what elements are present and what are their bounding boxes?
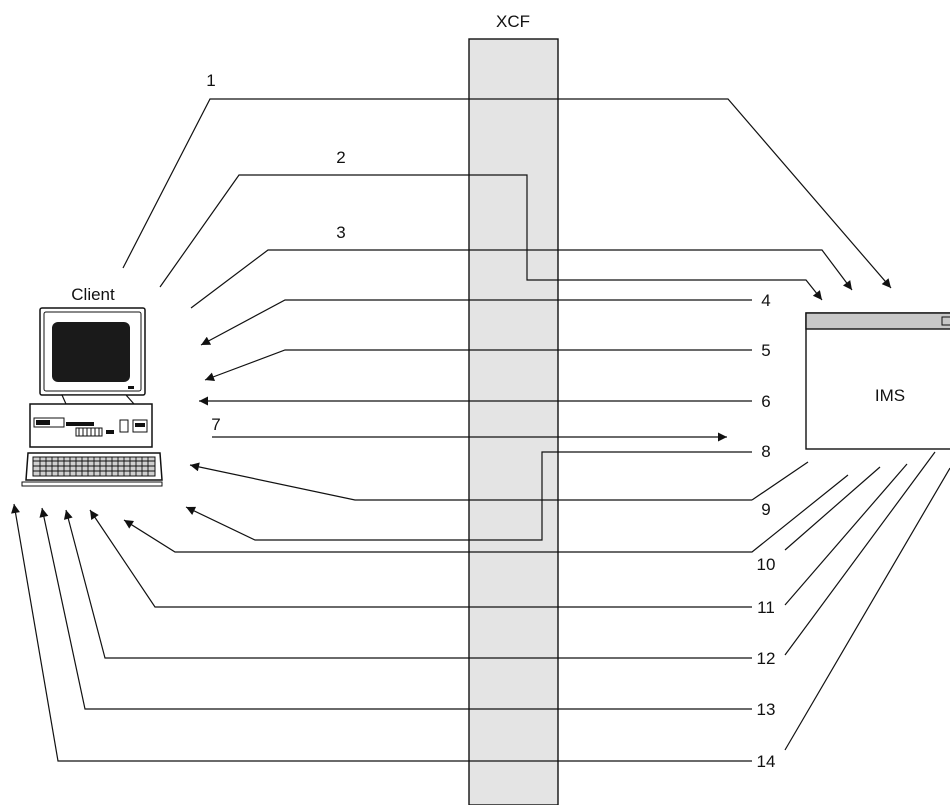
ims-window [806, 313, 950, 449]
ims-titlebar [806, 313, 950, 329]
flow-8-number: 8 [761, 442, 770, 461]
flow-10-number: 10 [757, 555, 776, 574]
flow-13-line [42, 508, 752, 709]
client-label: Client [71, 285, 115, 304]
flow-6-number: 6 [761, 392, 770, 411]
flow-13-line [785, 452, 935, 655]
flow-10-line [752, 462, 808, 500]
flow-14-line [14, 504, 752, 761]
flow-14-number: 14 [757, 752, 776, 771]
flow-9-number: 9 [761, 500, 770, 519]
flow-2-number: 2 [336, 148, 345, 167]
flow-7-number: 7 [211, 415, 220, 434]
xcf-label: XCF [496, 12, 530, 31]
client-computer-icon [22, 308, 162, 486]
flow-11-line [785, 467, 880, 550]
flow-13-number: 13 [757, 700, 776, 719]
flow-12-number: 12 [757, 649, 776, 668]
flow-3-number: 3 [336, 223, 345, 242]
flow-12-line [66, 510, 752, 658]
flow-5-number: 5 [761, 341, 770, 360]
flow-4-number: 4 [761, 291, 770, 310]
ims-label: IMS [875, 386, 905, 405]
xcf-column [469, 39, 558, 805]
flow-1-number: 1 [206, 71, 215, 90]
flow-11-number: 11 [757, 598, 775, 617]
flow-11-line [90, 510, 752, 607]
